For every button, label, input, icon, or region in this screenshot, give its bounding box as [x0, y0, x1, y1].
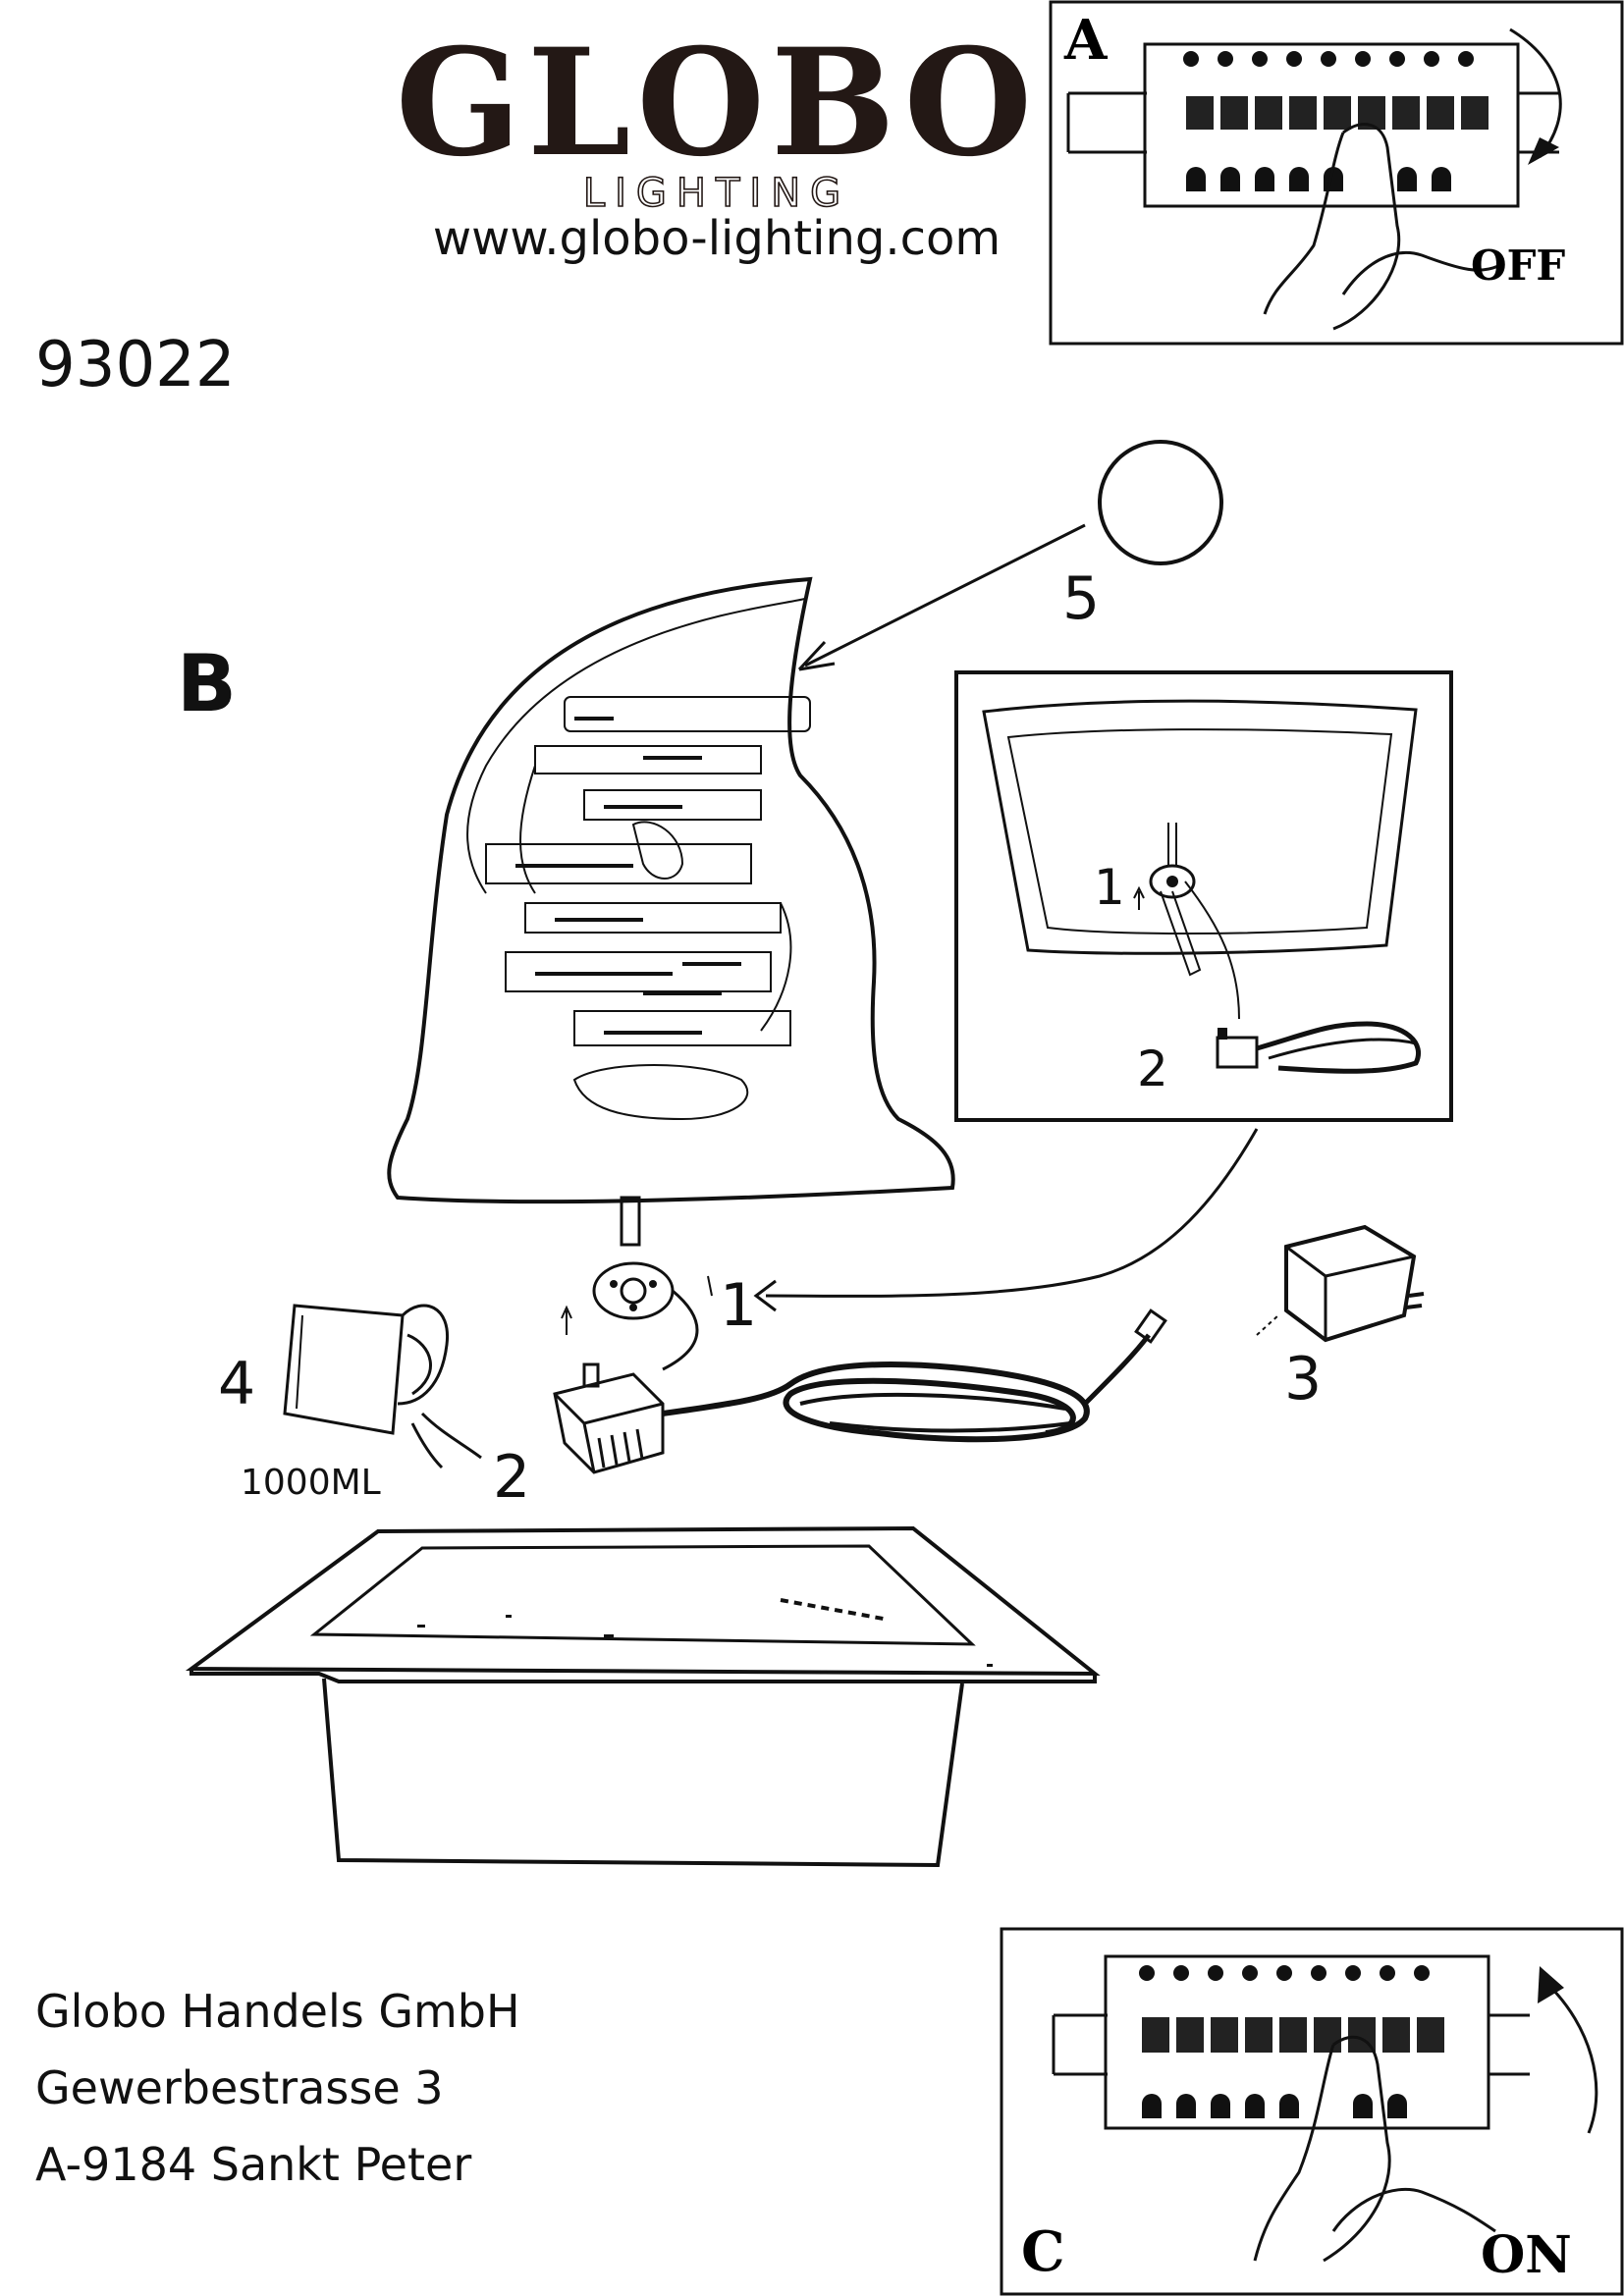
brand-logo: GLOBO LIGHTING	[383, 17, 1051, 217]
inset-callout-1: 1	[1094, 859, 1125, 916]
panel-a-state: OFF	[1471, 241, 1565, 290]
panel-a-letter: A	[1063, 8, 1109, 73]
panel-c-state: ON	[1481, 2225, 1572, 2285]
fountain-base-illustration	[185, 1525, 1101, 1868]
model-number: 93022	[35, 329, 236, 401]
panel-a-breaker-off: A OFF	[1049, 0, 1624, 346]
part-5-lens	[797, 440, 1223, 671]
company-address: Globo Handels GmbH Gewerbestrasse 3 A-91…	[35, 1973, 520, 2203]
inset-to-part-1-arrow	[753, 1128, 1259, 1312]
inset-callout-2: 2	[1137, 1041, 1168, 1097]
callout-part-4: 4	[218, 1350, 256, 1418]
callout-part-5: 5	[1062, 564, 1101, 633]
panel-b-letter: B	[177, 638, 237, 729]
fountain-body-illustration	[387, 576, 955, 1204]
panel-c-letter: C	[1021, 2219, 1065, 2284]
website-link[interactable]: www.globo-lighting.com	[432, 211, 1001, 266]
cup-volume-label: 1000ML	[241, 1463, 381, 1503]
address-city: A-9184 Sankt Peter	[35, 2138, 472, 2191]
pump-and-cable-illustration	[553, 1196, 1167, 1474]
brand-subtitle: LIGHTING	[582, 170, 851, 217]
address-company: Globo Handels GmbH	[35, 1985, 520, 2038]
callout-part-3: 3	[1284, 1345, 1323, 1414]
panel-c-breaker-on: C ON	[1000, 1927, 1624, 2296]
callout-part-1: 1	[720, 1271, 758, 1340]
part-3-adapter	[1256, 1224, 1425, 1343]
inset-pump-detail	[954, 670, 1453, 1122]
address-street: Gewerbestrasse 3	[35, 2061, 444, 2114]
callout-part-2: 2	[493, 1443, 531, 1512]
part-4-measuring-cup	[283, 1304, 482, 1469]
brand-name: GLOBO	[395, 17, 1039, 189]
